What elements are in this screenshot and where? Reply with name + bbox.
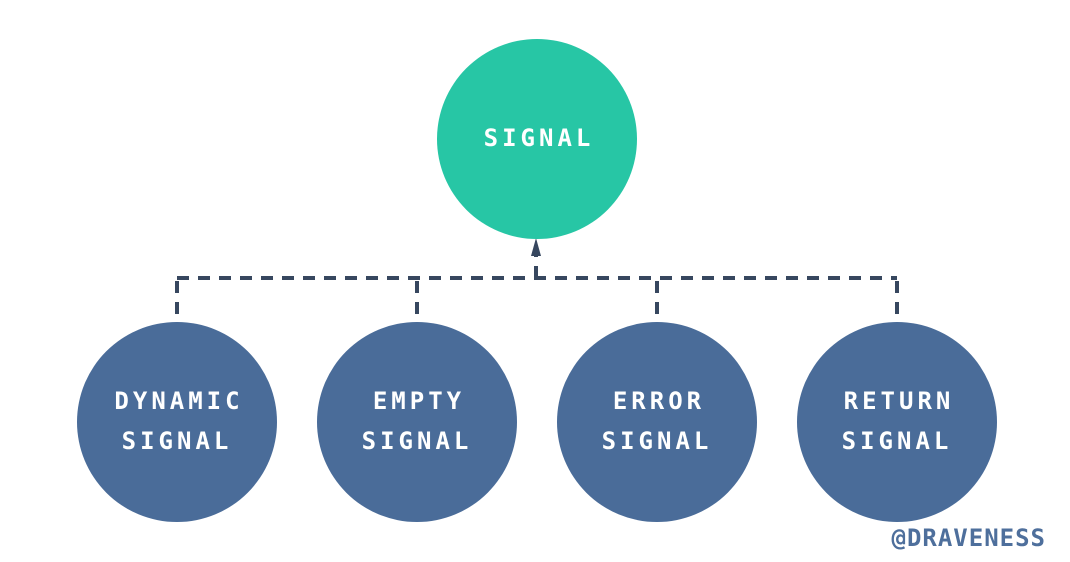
node-signal-label: SIGNAL — [483, 124, 595, 153]
arrow-up-icon — [531, 238, 541, 256]
node-return-signal-label: RETURN SIGNAL — [841, 387, 955, 455]
watermark: @DRAVENESS — [891, 524, 1046, 552]
node-empty-signal: EMPTY SIGNAL — [317, 322, 517, 522]
node-error-signal: ERROR SIGNAL — [557, 322, 757, 522]
node-dynamic-signal-label: DYNAMIC SIGNAL — [114, 387, 244, 455]
node-signal: SIGNAL — [437, 39, 637, 239]
node-empty-signal-label: EMPTY SIGNAL — [361, 387, 473, 455]
node-return-signal: RETURN SIGNAL — [797, 322, 997, 522]
node-dynamic-signal: DYNAMIC SIGNAL — [77, 322, 277, 522]
node-error-signal-label: ERROR SIGNAL — [601, 387, 713, 455]
